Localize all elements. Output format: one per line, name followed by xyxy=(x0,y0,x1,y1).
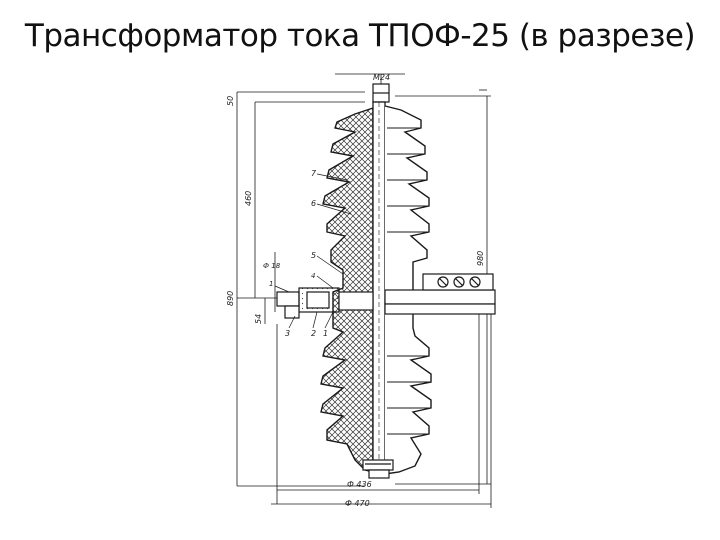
dim-inner-diameter: Ф 436 xyxy=(347,480,372,489)
transformer-cross-section-drawing: М24 50 460 890 54 980 Ф 18 Ф 436 Ф 470 7… xyxy=(215,66,515,528)
central-conductor-rod xyxy=(372,101,386,475)
dim-left-height: 890 xyxy=(226,291,235,306)
part-number: 5 xyxy=(311,251,316,260)
dim-total-height: 980 xyxy=(476,251,485,266)
thread-label: М24 xyxy=(373,73,390,82)
dim-top-height: 50 xyxy=(226,96,235,106)
bottom-dimension-lines xyxy=(271,314,492,508)
dim-upper-height: 460 xyxy=(244,191,253,206)
part-number: 1 xyxy=(269,280,273,288)
leader-lines xyxy=(274,173,352,329)
part-number: 2 xyxy=(311,329,316,338)
part-number: 3 xyxy=(285,329,290,338)
dim-hole-diameter: Ф 18 xyxy=(263,262,281,270)
top-fitting xyxy=(335,73,405,103)
mounting-flange xyxy=(276,273,496,319)
part-number: 4 xyxy=(311,272,315,280)
part-number: 7 xyxy=(311,169,317,178)
right-shed-lines xyxy=(387,127,431,435)
part-number: 6 xyxy=(311,199,316,208)
part-number: 1 xyxy=(323,329,328,338)
bottom-fitting xyxy=(362,459,394,479)
left-insulator-section xyxy=(320,107,374,473)
left-dimension-lines xyxy=(236,91,365,487)
dim-flange-offset: 54 xyxy=(254,314,263,324)
dim-outer-diameter: Ф 470 xyxy=(345,499,370,508)
slide-title: Трансформатор тока ТПОФ-25 (в разрезе) xyxy=(24,18,696,54)
